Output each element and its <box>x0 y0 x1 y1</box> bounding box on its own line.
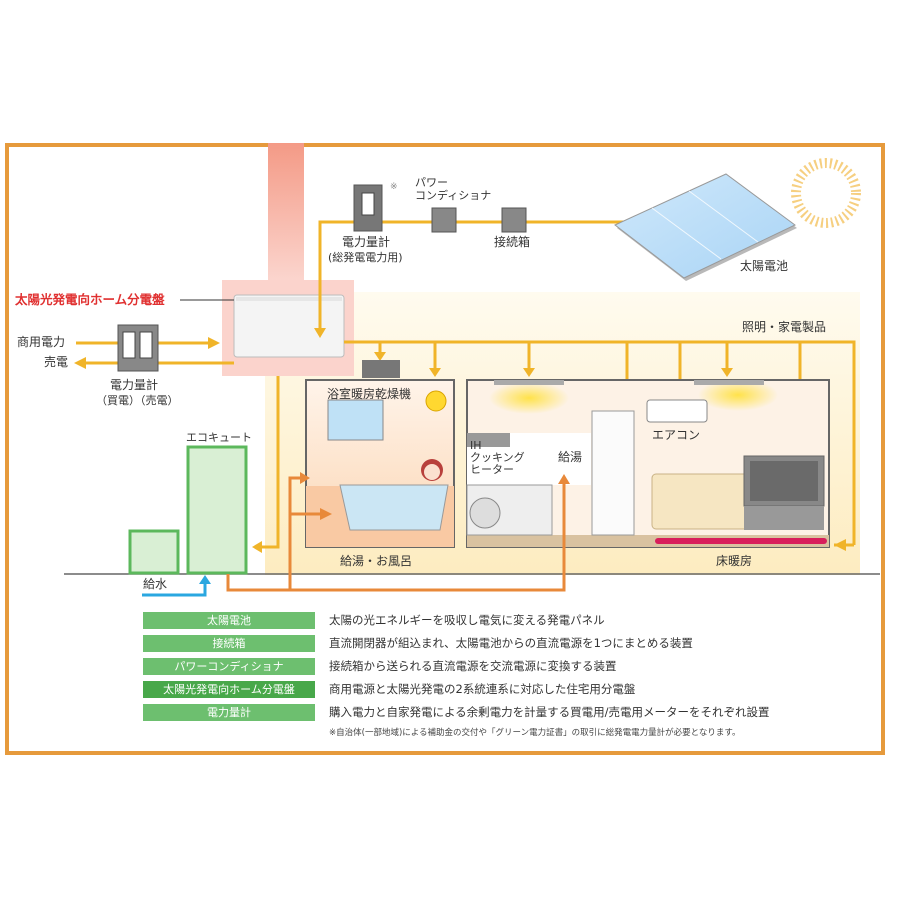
water-line <box>142 582 207 597</box>
arrow-ecocute <box>252 541 262 553</box>
legend-row: 電力量計 購入電力と自家発電による余剰電力を計量する買電用/売電用メーターをそれ… <box>141 704 781 722</box>
pcs-label-1: パワー <box>415 176 448 189</box>
floor-heating-label: 床暖房 <box>716 554 753 568</box>
solar-panel <box>614 173 797 281</box>
total-meter-label: 電力量計 <box>342 235 391 249</box>
legend-row: 接続箱 直流開閉器が組込まれ、太陽電池からの直流電源を1つにまとめる装置 <box>141 635 781 653</box>
legend-term: 接続箱 <box>143 635 315 652</box>
legend-desc: 太陽の光エネルギーを吸収し電気に変える発電パネル <box>329 613 605 627</box>
power-line-solar <box>318 220 648 335</box>
arrow-hot-tub <box>320 508 332 520</box>
legend-row: 太陽光発電向ホーム分電盤 商用電源と太陽光発電の2系統連系に対応した住宅用分電盤 <box>141 681 781 699</box>
arrow-hot-kitchen <box>558 474 570 484</box>
footnote: ※自治体(一部地域)による補助金の交付や「グリーン電力証書」の取引に総発電電力量… <box>329 728 741 738</box>
floor-heating-element <box>655 538 827 544</box>
hot-water-bath <box>288 476 302 590</box>
kitchen-living <box>466 379 830 548</box>
sun-icon <box>791 158 861 228</box>
arrow-water <box>199 575 211 584</box>
total-power-meter <box>353 184 383 232</box>
appliances-label: 照明・家電製品 <box>742 320 827 334</box>
distribution-board-title: 太陽光発電向ホーム分電盤 <box>15 292 165 307</box>
buy-sell-meter-label: 電力量計 <box>110 378 159 392</box>
solar-panel-label: 太陽電池 <box>740 259 789 273</box>
bathroom <box>305 360 455 548</box>
buy-sell-meter <box>117 324 159 372</box>
water-supply-label: 給水 <box>143 577 168 591</box>
legend-row: パワーコンディショナ 接続箱から送られる直流電源を交流電源に変換する装置 <box>141 658 781 676</box>
total-meter-note-mark: ※ <box>390 182 398 192</box>
kitchen-hot-water-label: 給湯 <box>558 450 583 464</box>
legend-term: 太陽電池 <box>143 612 315 629</box>
ecocute-small-unit <box>128 529 180 575</box>
grid-power-label: 商用電力 <box>17 335 66 349</box>
legend-desc: 商用電源と太陽光発電の2系統連系に対応した住宅用分電盤 <box>329 682 636 696</box>
buy-sell-meter-sub: （買電）（売電） <box>96 394 179 407</box>
arrow-to-board <box>208 337 220 349</box>
ih-label-3: ヒーター <box>470 463 514 476</box>
hot-water-line <box>226 480 566 592</box>
air-conditioner-label: エアコン <box>652 428 701 442</box>
total-meter-sub: (総発電電力用) <box>328 251 403 264</box>
legend-term: 電力量計 <box>143 704 315 721</box>
distribution-board <box>233 294 345 358</box>
junction-box <box>501 207 527 233</box>
power-conditioner-box <box>431 207 457 233</box>
pcs-label-2: コンディショナ <box>415 189 492 202</box>
distribution-column <box>268 143 304 283</box>
appliance-bus <box>344 340 856 545</box>
arrow-to-board-top <box>314 328 326 338</box>
ecocute-label: エコキュート <box>186 431 252 444</box>
power-line-ecocute <box>258 376 280 549</box>
legend-desc: 直流開閉器が組込まれ、太陽電池からの直流電源を1つにまとめる装置 <box>329 636 693 650</box>
legend-desc: 接続箱から送られる直流電源を交流電源に変換する装置 <box>329 659 617 673</box>
ih-label-1: IH <box>470 439 482 452</box>
legend-term: 太陽光発電向ホーム分電盤 <box>143 681 315 698</box>
ecocute-tank <box>186 445 248 575</box>
legend-row: 太陽電池 太陽の光エネルギーを吸収し電気に変える発電パネル <box>141 612 781 630</box>
arrow-sell <box>74 357 86 369</box>
ih-label-2: クッキング <box>470 451 525 464</box>
bath-area-label: 給湯・お風呂 <box>340 554 413 568</box>
bath-dryer-label: 浴室暖房乾燥機 <box>327 387 412 401</box>
arrow-hot-shower <box>300 472 310 484</box>
sell-power-label: 売電 <box>44 355 69 369</box>
junction-box-label: 接続箱 <box>494 235 531 249</box>
legend-desc: 購入電力と自家発電による余剰電力を計量する買電用/売電用メーターをそれぞれ設置 <box>329 705 770 719</box>
legend-term: パワーコンディショナ <box>143 658 315 675</box>
